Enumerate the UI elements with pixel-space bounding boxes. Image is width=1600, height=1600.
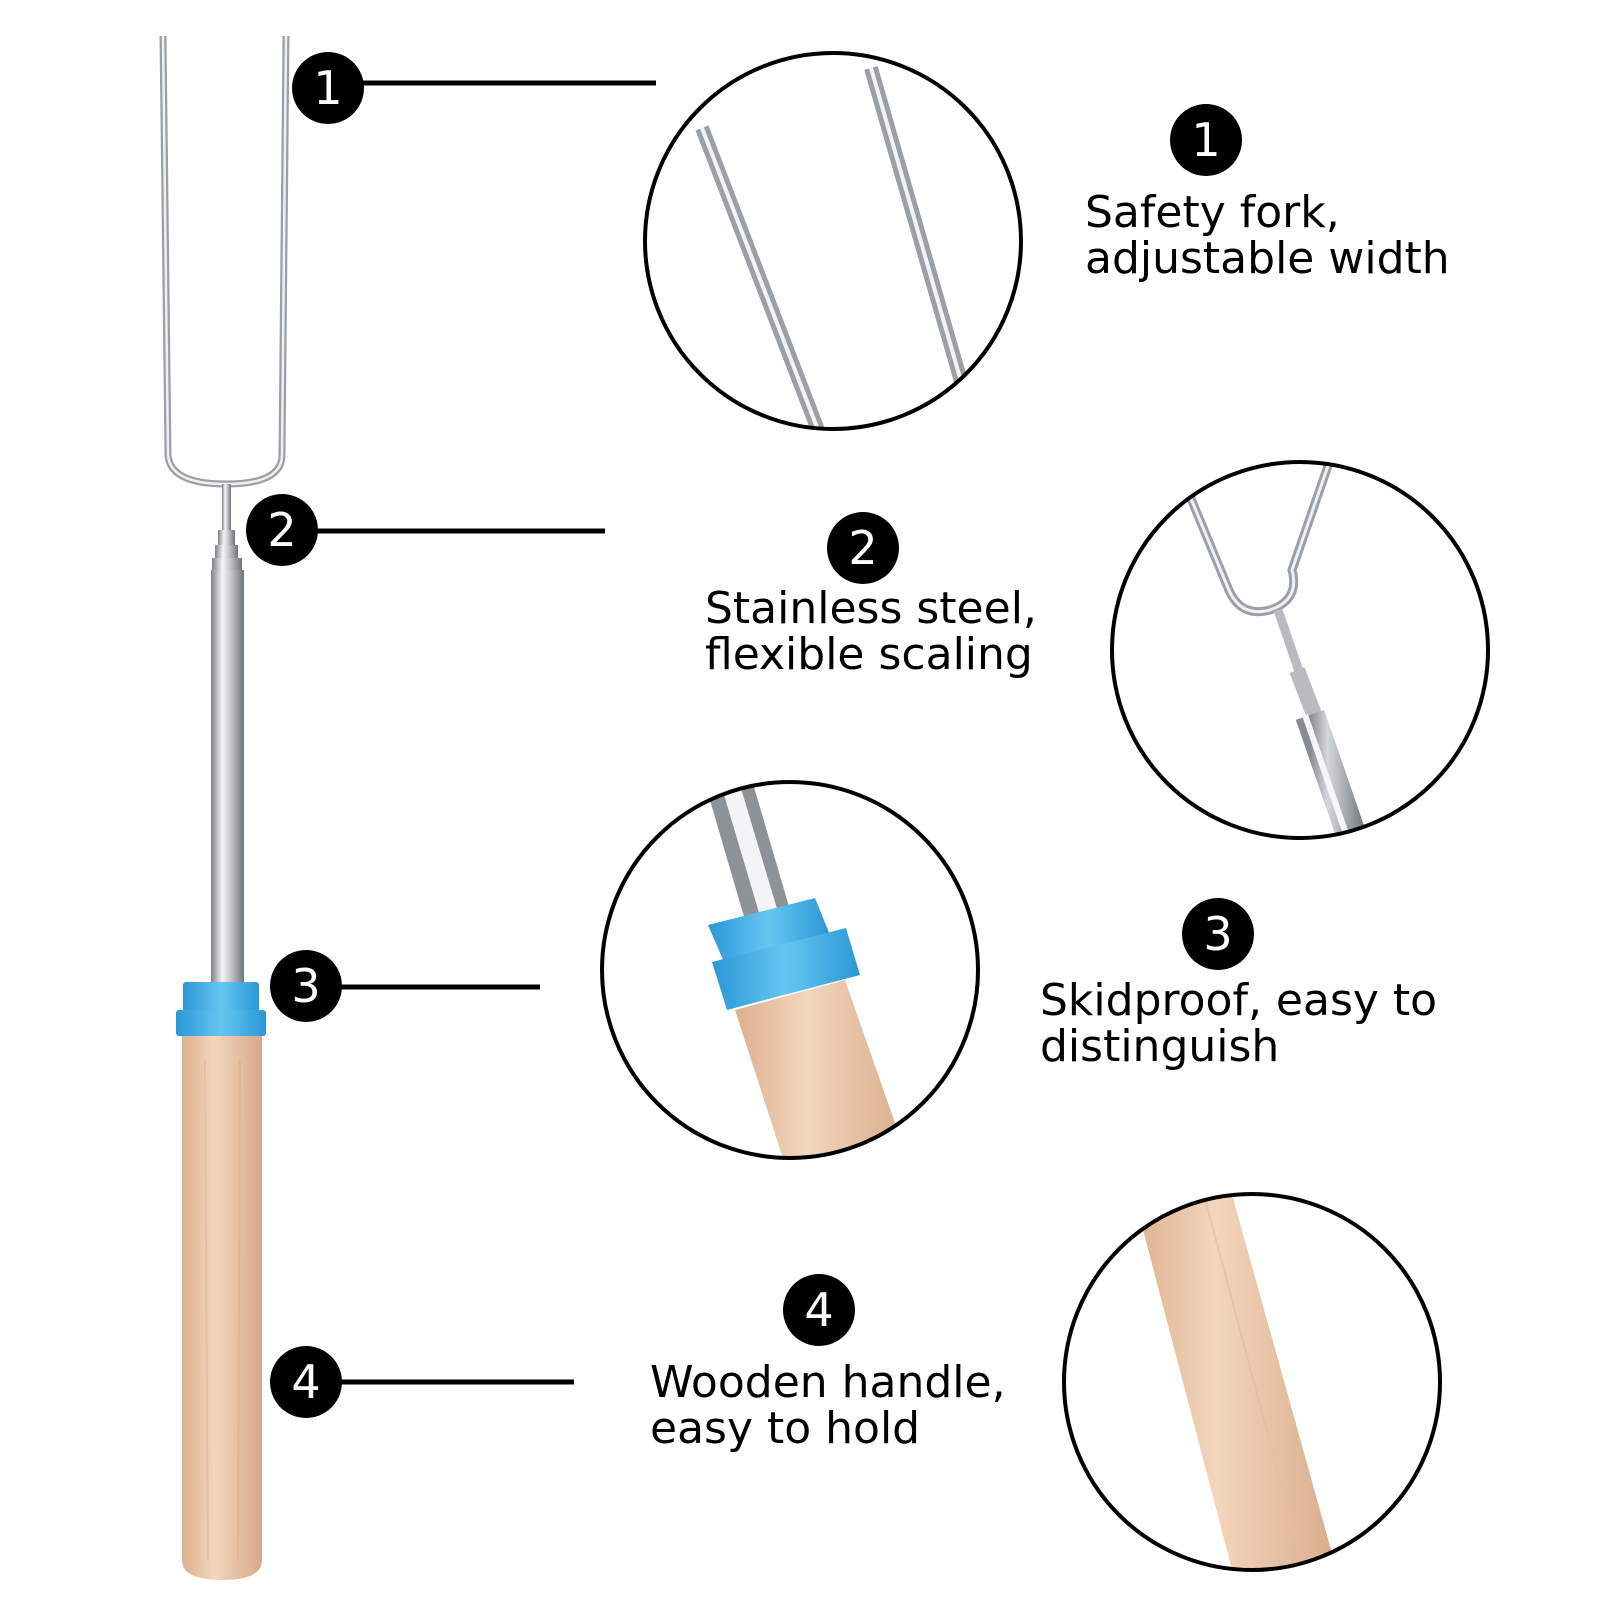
- badge-3-small: 3: [270, 950, 342, 1022]
- feature-4-line2: easy to hold: [650, 1403, 921, 1454]
- telescopic-rod-closeup: [1110, 460, 1490, 840]
- badge-3: 3: [1182, 898, 1254, 970]
- feature-1-line1: Safety fork,: [1085, 187, 1340, 238]
- wooden-handle: [182, 1036, 262, 1580]
- feature-3-text: Skidproof, easy to distinguish: [1040, 978, 1437, 1070]
- wooden-handle-closeup: [1062, 1192, 1442, 1572]
- feature-2-line1: Stainless steel,: [705, 583, 1037, 634]
- blue-ring-upper: [183, 982, 259, 1012]
- feature-1-line2: adjustable width: [1085, 233, 1450, 284]
- feature-2-line2: flexible scaling: [705, 629, 1033, 680]
- fork-tines-closeup: [643, 51, 1023, 431]
- feature-2-text: Stainless steel, flexible scaling: [705, 586, 1037, 678]
- feature-3-line1: Skidproof, easy to: [1040, 975, 1438, 1026]
- badge-1: 1: [1170, 104, 1242, 176]
- feature-4-text: Wooden handle, easy to hold: [650, 1360, 1006, 1452]
- fork-neck: [222, 484, 231, 532]
- telescopic-rod: [211, 570, 244, 983]
- badge-2: 2: [827, 512, 899, 584]
- blue-ring-closeup: [600, 780, 980, 1160]
- feature-4-line1: Wooden handle,: [650, 1357, 1006, 1408]
- feature-1-text: Safety fork, adjustable width: [1085, 190, 1450, 282]
- badge-4-small: 4: [270, 1346, 342, 1418]
- badge-2-small: 2: [246, 494, 318, 566]
- blue-ring-lower: [176, 1010, 266, 1036]
- badge-4: 4: [783, 1274, 855, 1346]
- roasting-fork-photo: [159, 35, 290, 1580]
- fork-tines: [159, 35, 290, 488]
- feature-3-line2: distinguish: [1040, 1021, 1280, 1072]
- badge-1-small: 1: [292, 52, 364, 124]
